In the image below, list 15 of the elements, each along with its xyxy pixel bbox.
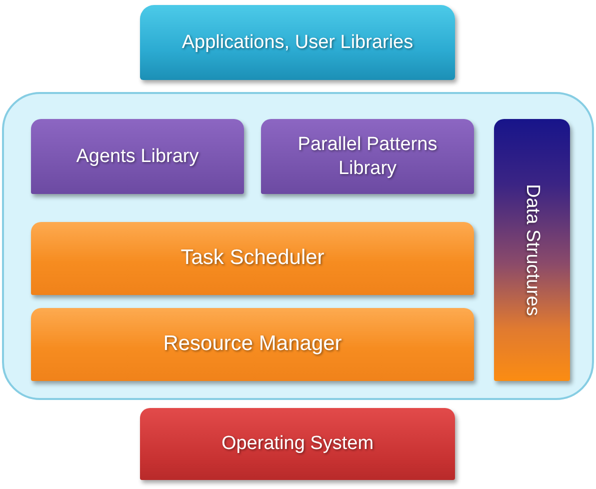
layer-box [140, 408, 455, 480]
box-label: Operating System [221, 432, 374, 456]
vertical-bar [494, 119, 570, 381]
layer-box [31, 308, 474, 381]
box-label: Agents Library [76, 144, 199, 168]
layer-box [140, 5, 455, 80]
box-label: Data Structures [520, 184, 544, 316]
library-box [261, 119, 474, 194]
box-label: Resource Manager [163, 331, 342, 358]
layer-box [31, 222, 474, 295]
box-label: Applications, User Libraries [182, 30, 414, 54]
box-label: Parallel Patterns Library [296, 132, 438, 180]
box-label: Task Scheduler [180, 245, 324, 272]
runtime-panel [2, 92, 594, 400]
library-box [31, 119, 244, 194]
